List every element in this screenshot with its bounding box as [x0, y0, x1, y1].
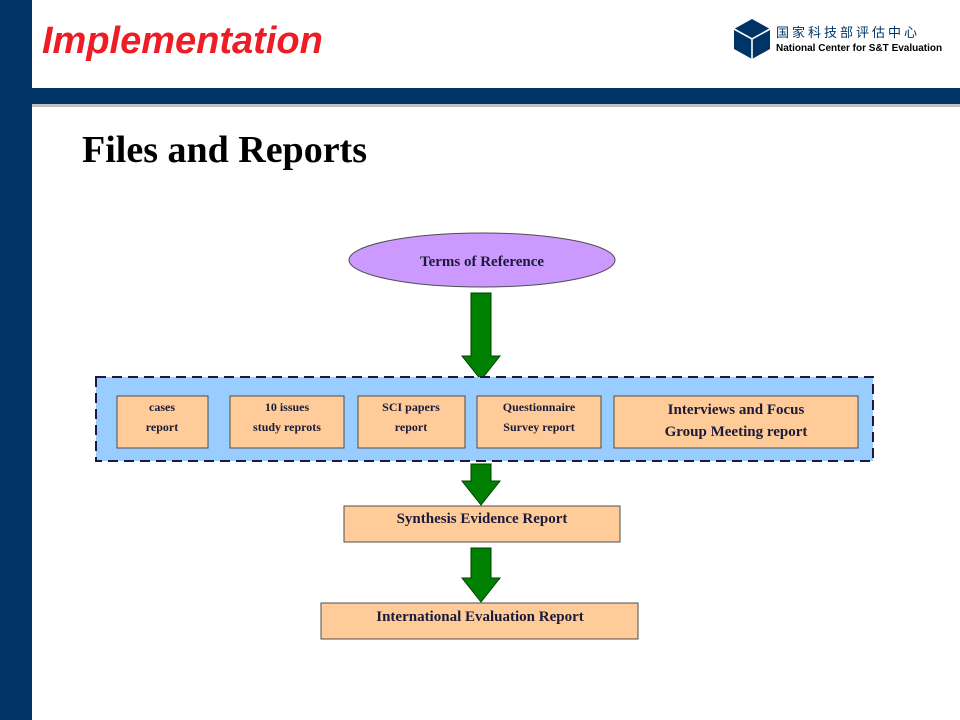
- svg-text:cases: cases: [149, 400, 175, 414]
- international-evaluation-node: International Evaluation Report: [320, 602, 639, 640]
- report-box-sci-papers: SCI papers report: [357, 395, 466, 449]
- svg-text:Interviews and Focus: Interviews and Focus: [668, 402, 805, 418]
- header-rule: [32, 88, 960, 104]
- report-box-questionnaire: Questionnaire Survey report: [476, 395, 602, 449]
- svg-text:Survey report: Survey report: [503, 420, 574, 434]
- svg-text:Questionnaire: Questionnaire: [503, 400, 576, 414]
- report-box-interviews: Interviews and Focus Group Meeting repor…: [613, 395, 859, 449]
- svg-text:10 issues: 10 issues: [265, 400, 310, 414]
- terms-of-reference-label: Terms of Reference: [420, 254, 544, 270]
- down-arrow-icon: [460, 463, 502, 506]
- svg-text:SCI papers: SCI papers: [382, 400, 440, 414]
- svg-text:Group Meeting report: Group Meeting report: [665, 424, 808, 440]
- org-name-english: National Center for S&T Evaluation: [776, 43, 943, 54]
- left-accent-bar: [0, 0, 32, 720]
- report-box-cases: cases report: [116, 395, 209, 449]
- slide-title: Implementation: [42, 20, 323, 62]
- cube-logo-icon: [733, 19, 771, 59]
- terms-of-reference-node: Terms of Reference: [348, 232, 616, 288]
- svg-text:Synthesis Evidence Report: Synthesis Evidence Report: [397, 511, 568, 527]
- svg-text:International Evaluation Repor: International Evaluation Report: [376, 609, 584, 625]
- report-box-10-issues: 10 issues study reprots: [229, 395, 345, 449]
- org-name-chinese: 国家科技部评估中心: [776, 26, 921, 41]
- section-heading: Files and Reports: [82, 129, 367, 171]
- svg-text:study reprots: study reprots: [253, 420, 321, 434]
- synthesis-report-node: Synthesis Evidence Report: [343, 505, 621, 543]
- down-arrow-icon: [460, 292, 502, 381]
- svg-text:report: report: [146, 420, 178, 434]
- header-rule-shadow: [32, 104, 960, 107]
- down-arrow-icon: [460, 547, 502, 603]
- svg-text:report: report: [395, 420, 427, 434]
